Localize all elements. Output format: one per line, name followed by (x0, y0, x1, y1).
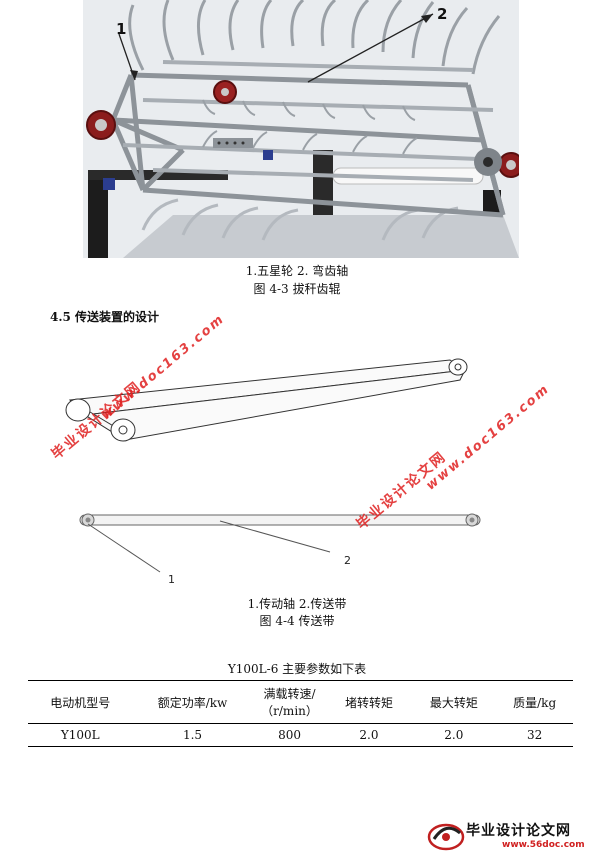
logo-name: 毕业设计论文网 (466, 823, 571, 839)
section-heading: 4.5 传送装置的设计 (50, 310, 160, 324)
table-cell: 2.0 (359, 728, 379, 742)
callout-1-label: 1 (168, 573, 175, 586)
motor-params-table: 电动机型号 额定功率/kw 满载转速/（r/min） 堵转转矩 最大转矩 质量/… (28, 680, 573, 747)
header-cell-full-load-speed: 满载转速/（r/min） (261, 687, 318, 718)
table-cell: 800 (278, 728, 301, 742)
header-cell-rated-power: 额定功率/kw (157, 695, 228, 710)
conveyor-belt-drawing: 1 2 (65, 358, 481, 586)
logo-url: www.56doc.com (502, 840, 585, 850)
table-cell: 32 (527, 728, 543, 742)
table-row: Y100L 1.5 800 2.0 2.0 32 (28, 724, 573, 747)
figure-4-3-image: 1 2 (83, 0, 519, 258)
table-cell: Y100L (60, 728, 100, 742)
figure-4-4-legend: 1.传动轴 2.传送带 (247, 597, 347, 611)
table-cell: 2.0 (444, 728, 464, 742)
tooth-roller-drawing: 1 2 (83, 0, 519, 258)
header-cell-model: 电动机型号 (50, 695, 111, 710)
header-cell-locked-torque: 堵转转矩 (344, 695, 393, 710)
callout-2-label: 2 (344, 554, 351, 567)
header-cell-mass: 质量/kg (513, 695, 557, 710)
figure-4-4-caption: 图 4-4 传送带 (259, 614, 335, 628)
table-cell: 1.5 (182, 728, 203, 742)
figure-4-3-caption: 图 4-3 拔秆齿辊 (253, 282, 341, 296)
table-title: Y100L-6 主要参数如下表 (227, 662, 367, 676)
callout-2-label: 2 (437, 5, 447, 23)
table-header-row: 电动机型号 额定功率/kw 满载转速/（r/min） 堵转转矩 最大转矩 质量/… (28, 680, 573, 724)
figure-4-4-image: 1 2 (40, 340, 560, 600)
callout-1-label: 1 (116, 20, 126, 38)
footer-logo: 毕业设计论文网 www.56doc.com (424, 818, 594, 854)
header-cell-max-torque: 最大转矩 (429, 695, 478, 710)
logo-mark-icon (427, 823, 465, 851)
figure-4-3-legend: 1.五星轮 2. 弯齿轴 (245, 264, 349, 278)
